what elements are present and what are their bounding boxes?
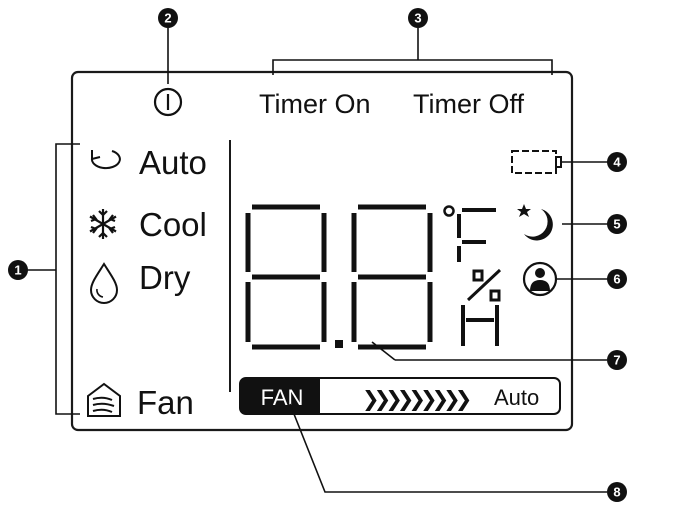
fan-house-icon bbox=[87, 382, 121, 417]
unit-f-segments bbox=[457, 208, 496, 262]
callout-2: 2 bbox=[158, 8, 178, 28]
callout-1: 1 bbox=[8, 260, 28, 280]
mode-cool-label: Cool bbox=[139, 206, 207, 243]
battery-icon bbox=[511, 150, 562, 174]
callout-3-bracket bbox=[272, 59, 553, 75]
callout-4: 4 bbox=[607, 152, 627, 172]
fan-auto-label: Auto bbox=[494, 385, 539, 410]
mode-fan-label: Fan bbox=[137, 384, 194, 421]
callout-6: 6 bbox=[607, 269, 627, 289]
mode-auto-label: Auto bbox=[139, 144, 207, 181]
callout-1-number: 1 bbox=[14, 263, 21, 278]
callout-8-number: 8 bbox=[613, 485, 620, 500]
timer-off-label: Timer Off bbox=[413, 89, 525, 119]
degree-symbol bbox=[443, 205, 455, 217]
callout-5: 5 bbox=[607, 214, 627, 234]
callout-7-leader bbox=[371, 341, 396, 361]
auto-cycle-icon bbox=[90, 150, 121, 170]
callout-5-number: 5 bbox=[613, 217, 620, 232]
moon-star-icon bbox=[517, 204, 553, 241]
digit-2 bbox=[351, 204, 433, 350]
callout-8: 8 bbox=[607, 482, 627, 502]
fan-speed-chevrons: ❯❯❯❯❯❯❯❯❯ bbox=[362, 387, 470, 412]
callout-8-leader bbox=[289, 403, 607, 493]
lcd-frame bbox=[70, 70, 574, 432]
person-sensor-icon bbox=[522, 261, 558, 297]
fan-bar-label: FAN bbox=[261, 385, 304, 410]
seven-segment-digits bbox=[245, 204, 499, 350]
unit-h-segments bbox=[461, 305, 499, 346]
callout-1-bracket bbox=[55, 143, 80, 415]
fan-speed-bar: FAN ❯❯❯❯❯❯❯❯❯ Auto bbox=[239, 377, 561, 415]
callout-3-number: 3 bbox=[414, 11, 421, 26]
mode-dry-label: Dry bbox=[139, 259, 191, 296]
callout-3: 3 bbox=[408, 8, 428, 28]
callout-7: 7 bbox=[607, 350, 627, 370]
digit-1 bbox=[245, 204, 327, 350]
power-icon bbox=[153, 87, 183, 117]
timer-on-label: Timer On bbox=[259, 89, 371, 119]
decimal-point bbox=[335, 340, 343, 348]
snowflake-icon bbox=[89, 209, 117, 239]
callout-7-number: 7 bbox=[613, 353, 620, 368]
callout-4-number: 4 bbox=[613, 155, 621, 170]
callout-2-number: 2 bbox=[164, 11, 171, 26]
percent-symbol bbox=[466, 268, 502, 302]
callout-6-number: 6 bbox=[613, 272, 620, 287]
droplet-icon bbox=[89, 262, 119, 304]
